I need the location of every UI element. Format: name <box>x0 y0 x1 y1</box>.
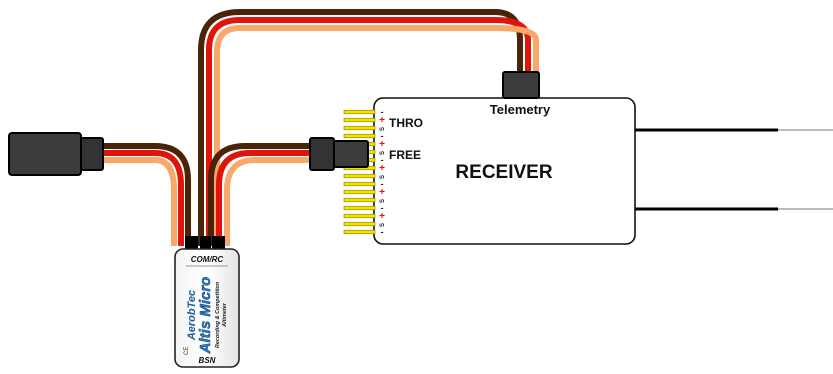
header-pin <box>343 117 376 123</box>
altimeter-device: COM/RC AerobTec Altis Micro Recording & … <box>174 236 240 368</box>
telemetry-label: Telemetry <box>490 102 551 117</box>
pin-plus-marker: + <box>379 187 385 198</box>
header-pin <box>343 181 376 187</box>
header-pin <box>343 125 376 131</box>
header-pin <box>343 205 376 211</box>
pin-signal-marker: S <box>380 127 386 131</box>
header-pin <box>343 197 376 203</box>
header-pin <box>343 229 376 235</box>
ce-mark: CE <box>184 347 190 355</box>
pin-minus-marker: - <box>381 179 384 189</box>
header-pin <box>343 189 376 195</box>
altimeter-desc-line1: Recording & Competition <box>215 281 221 348</box>
pin-plus-marker: + <box>379 163 385 174</box>
pin-minus-marker: - <box>381 131 384 141</box>
header-pin <box>343 109 376 115</box>
receiver-body: Telemetry RECEIVER THRO FREE <box>373 97 833 245</box>
channel-thro-label: THRO <box>389 116 423 130</box>
altimeter-bottom-label: BSN <box>199 356 216 365</box>
servo-connector-left <box>8 132 104 176</box>
pin-plus-marker: + <box>379 115 385 126</box>
telemetry-cable <box>198 9 539 246</box>
pin-signal-marker: S <box>380 175 386 179</box>
pin-plus-marker: + <box>379 211 385 222</box>
pin-signal-marker: S <box>380 199 386 203</box>
pin-minus-marker: - <box>381 203 384 213</box>
pin-plus-marker: + <box>379 139 385 150</box>
header-pin <box>343 173 376 179</box>
altimeter-desc-line2: Altimeter <box>222 302 228 328</box>
pin-signal-marker: S <box>380 223 386 227</box>
header-pin <box>343 221 376 227</box>
altimeter-port-label: COM/RC <box>191 255 224 264</box>
altimeter-brand: AerobTec <box>186 290 198 341</box>
servo-input-cable <box>103 143 191 246</box>
free-channel-connector <box>309 137 369 171</box>
pin-minus-marker: - <box>381 155 384 165</box>
servo-output-cable <box>208 143 310 246</box>
receiver-title: RECEIVER <box>455 162 552 183</box>
altimeter-model: Altis Micro <box>197 277 214 355</box>
pin-minus-marker: - <box>381 107 384 117</box>
pin-signal-marker: S <box>380 151 386 155</box>
telemetry-connector <box>502 71 540 99</box>
pin-minus-marker: - <box>381 227 384 237</box>
channel-free-label: FREE <box>389 148 421 162</box>
header-pin <box>343 133 376 139</box>
header-pin <box>343 213 376 219</box>
